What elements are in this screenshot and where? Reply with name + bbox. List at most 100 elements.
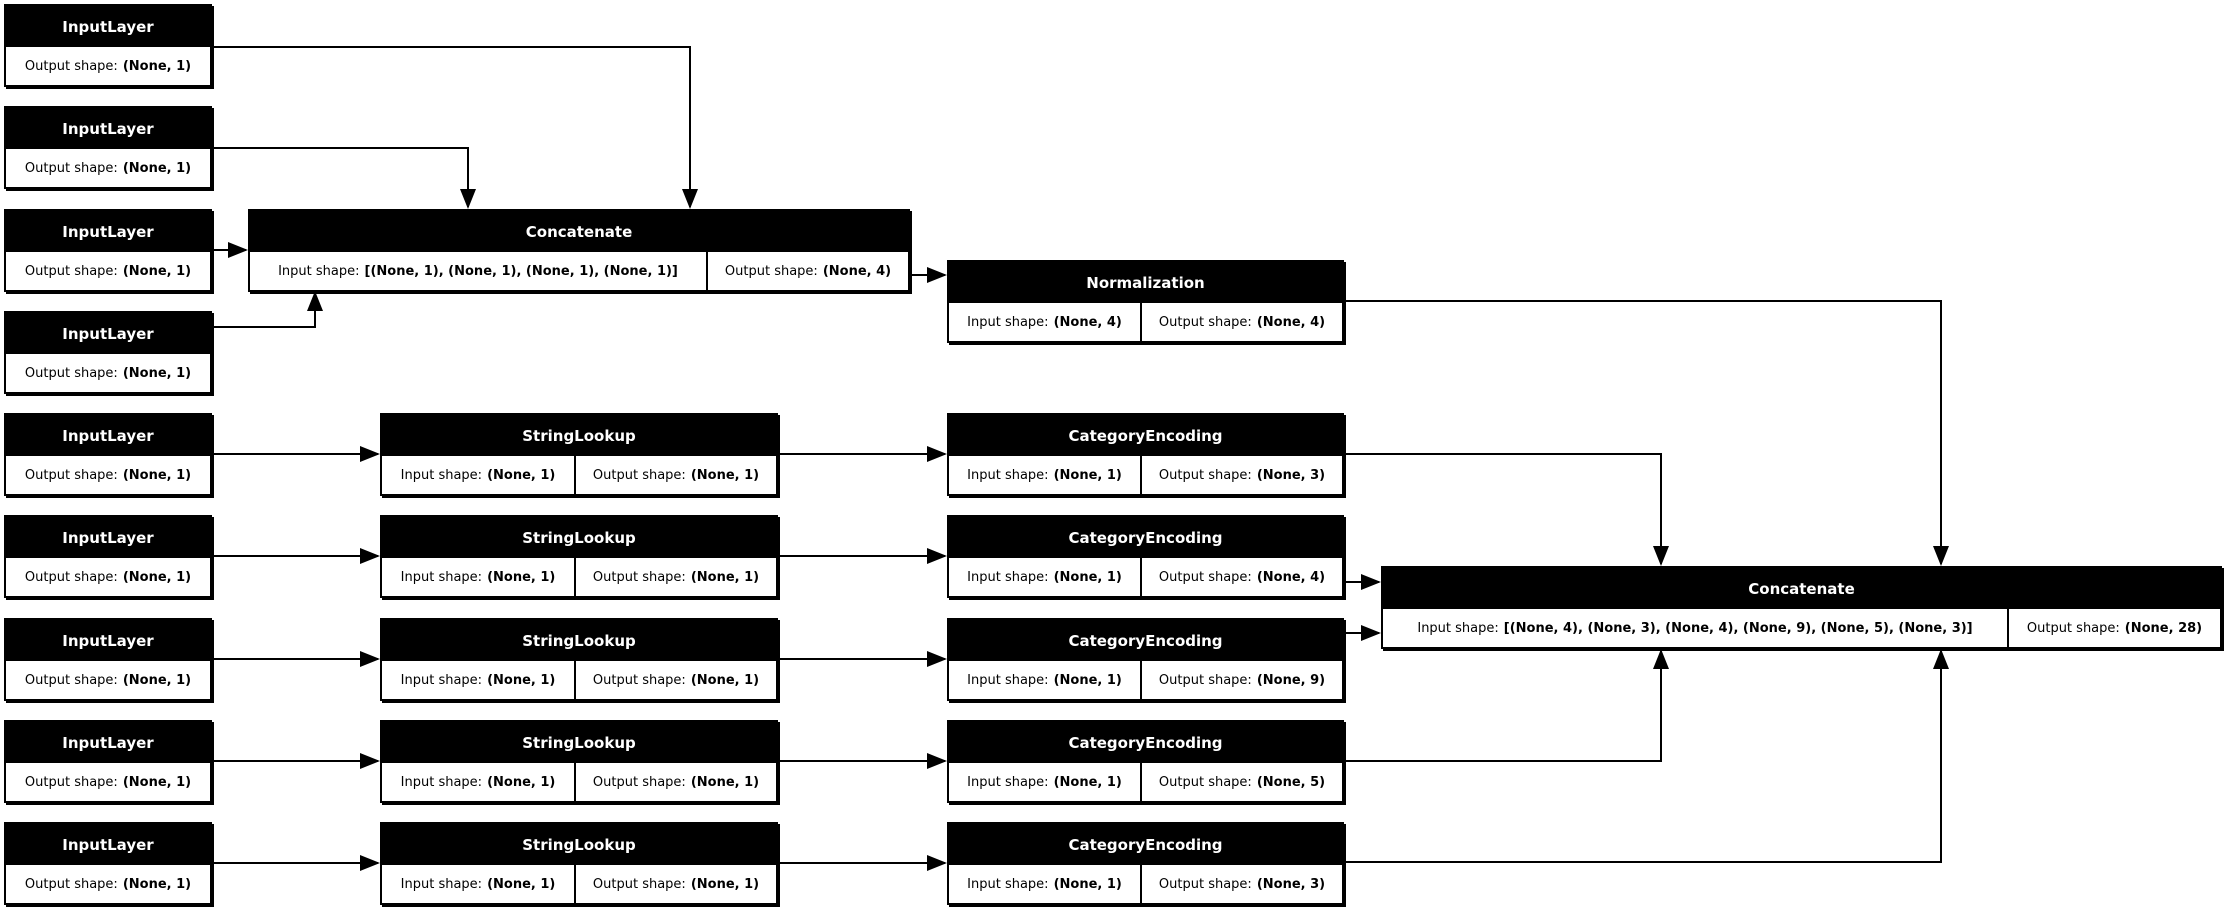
value: (None, 1) <box>690 774 760 790</box>
node-title: InputLayer <box>6 211 210 252</box>
edge <box>1344 649 1949 863</box>
value: (None, 1) <box>122 467 192 483</box>
node-title: CategoryEncoding <box>949 722 1342 763</box>
value: (None, 28) <box>2124 620 2203 636</box>
value: (None, 4) <box>822 263 892 279</box>
input-layer-node[interactable]: InputLayer Output shape:(None, 1) <box>4 106 212 189</box>
value: (None, 1) <box>487 569 556 585</box>
input-layer-node[interactable]: InputLayer Output shape:(None, 1) <box>4 618 212 701</box>
node-title: InputLayer <box>6 517 210 558</box>
input-layer-node[interactable]: InputLayer Output shape:(None, 1) <box>4 720 212 803</box>
input-layer-node[interactable]: InputLayer Output shape:(None, 1) <box>4 311 212 394</box>
value: (None, 1) <box>122 365 192 381</box>
value: (None, 1) <box>1053 774 1122 790</box>
value: (None, 1) <box>690 672 760 688</box>
node-title: CategoryEncoding <box>949 517 1342 558</box>
value: (None, 1) <box>690 569 760 585</box>
edge <box>212 46 698 209</box>
value: [(None, 4), (None, 3), (None, 4), (None,… <box>1503 620 1973 636</box>
node-title: StringLookup <box>382 722 776 763</box>
input-layer-node[interactable]: InputLayer Output shape:(None, 1) <box>4 4 212 87</box>
category-encoding-node[interactable]: CategoryEncoding Input shape:(None, 1) O… <box>947 822 1344 905</box>
label: Input shape: <box>967 774 1049 790</box>
string-lookup-node[interactable]: StringLookup Input shape:(None, 1) Outpu… <box>380 822 778 905</box>
input-layer-node[interactable]: InputLayer Output shape:(None, 1) <box>4 515 212 598</box>
value: (None, 1) <box>1053 876 1122 892</box>
category-encoding-node[interactable]: CategoryEncoding Input shape:(None, 1) O… <box>947 618 1344 701</box>
value: (None, 1) <box>122 58 192 74</box>
label: Input shape: <box>967 569 1049 585</box>
string-lookup-node[interactable]: StringLookup Input shape:(None, 1) Outpu… <box>380 618 778 701</box>
value: (None, 1) <box>122 774 192 790</box>
edge <box>1344 453 1669 566</box>
value: (None, 1) <box>1053 672 1122 688</box>
value: (None, 4) <box>1256 314 1326 330</box>
label: Output shape: <box>24 774 118 790</box>
edge <box>1344 649 1669 762</box>
node-title: CategoryEncoding <box>949 824 1342 865</box>
label: Output shape: <box>1158 774 1252 790</box>
value: (None, 3) <box>1256 467 1326 483</box>
label: Output shape: <box>592 569 686 585</box>
category-encoding-node[interactable]: CategoryEncoding Input shape:(None, 1) O… <box>947 515 1344 598</box>
input-layer-node[interactable]: InputLayer Output shape:(None, 1) <box>4 209 212 292</box>
label: Output shape: <box>592 774 686 790</box>
node-title: InputLayer <box>6 313 210 354</box>
concatenate-node-2[interactable]: Concatenate Input shape:[(None, 4), (Non… <box>1381 566 2222 649</box>
label: Input shape: <box>278 263 360 279</box>
node-title: InputLayer <box>6 824 210 865</box>
label: Input shape: <box>400 467 483 483</box>
edge <box>212 291 323 328</box>
category-encoding-node[interactable]: CategoryEncoding Input shape:(None, 1) O… <box>947 720 1344 803</box>
string-lookup-node[interactable]: StringLookup Input shape:(None, 1) Outpu… <box>380 720 778 803</box>
label: Input shape: <box>1417 620 1499 636</box>
label: Output shape: <box>24 263 118 279</box>
node-title: CategoryEncoding <box>949 415 1342 456</box>
value: (None, 5) <box>1256 774 1326 790</box>
value: (None, 1) <box>122 160 192 176</box>
node-title: StringLookup <box>382 517 776 558</box>
edge <box>212 147 476 209</box>
label: Input shape: <box>967 672 1049 688</box>
label: Output shape: <box>1158 569 1252 585</box>
value: (None, 1) <box>122 569 192 585</box>
input-layer-node[interactable]: InputLayer Output shape:(None, 1) <box>4 413 212 496</box>
label: Input shape: <box>967 467 1049 483</box>
node-title: StringLookup <box>382 824 776 865</box>
node-title: InputLayer <box>6 415 210 456</box>
label: Output shape: <box>592 672 686 688</box>
node-title: InputLayer <box>6 6 210 47</box>
label: Input shape: <box>400 774 483 790</box>
label: Output shape: <box>24 365 118 381</box>
node-title: InputLayer <box>6 108 210 149</box>
value: (None, 1) <box>487 876 556 892</box>
category-encoding-node[interactable]: CategoryEncoding Input shape:(None, 1) O… <box>947 413 1344 496</box>
edge <box>1344 300 1949 566</box>
node-title: StringLookup <box>382 415 776 456</box>
string-lookup-node[interactable]: StringLookup Input shape:(None, 1) Outpu… <box>380 413 778 496</box>
label: Input shape: <box>967 314 1049 330</box>
string-lookup-node[interactable]: StringLookup Input shape:(None, 1) Outpu… <box>380 515 778 598</box>
node-title: CategoryEncoding <box>949 620 1342 661</box>
value: (None, 4) <box>1053 314 1122 330</box>
value: (None, 1) <box>1053 569 1122 585</box>
concatenate-node-1[interactable]: Concatenate Input shape:[(None, 1), (Non… <box>248 209 910 292</box>
value: (None, 1) <box>487 774 556 790</box>
value: (None, 1) <box>122 672 192 688</box>
input-layer-node[interactable]: InputLayer Output shape:(None, 1) <box>4 822 212 905</box>
value: (None, 1) <box>122 263 192 279</box>
label: Output shape: <box>1158 672 1252 688</box>
label: Output shape: <box>1158 467 1252 483</box>
node-title: Normalization <box>949 262 1342 303</box>
label: Output shape: <box>592 876 686 892</box>
value: (None, 1) <box>487 467 556 483</box>
normalization-node[interactable]: Normalization Input shape:(None, 4) Outp… <box>947 260 1344 343</box>
label: Output shape: <box>724 263 818 279</box>
label: Output shape: <box>24 569 118 585</box>
label: Output shape: <box>1158 876 1252 892</box>
label: Input shape: <box>400 569 483 585</box>
label: Output shape: <box>24 160 118 176</box>
label: Output shape: <box>24 467 118 483</box>
node-title: InputLayer <box>6 620 210 661</box>
